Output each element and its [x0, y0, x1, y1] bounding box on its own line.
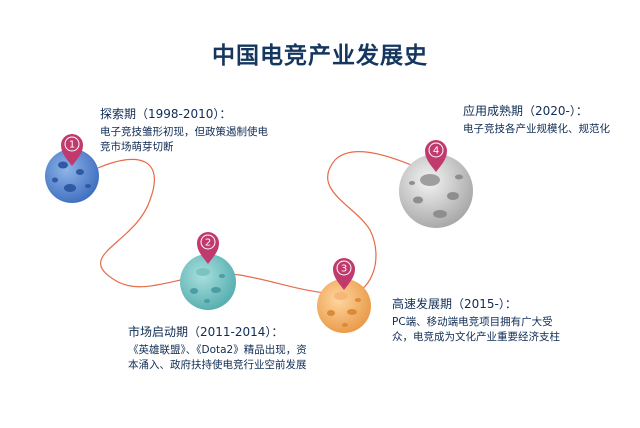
planet-1-icon [45, 149, 99, 203]
planet-3-icon [317, 279, 371, 333]
pin-1-number: 1 [69, 140, 75, 151]
stage-1-description: 电子竞技雏形初现，但政策遏制使电竞市场萌芽切断 [100, 126, 268, 153]
stage-3-description: PC端、移动端电竞项目拥有广大受众，电竞成为文化产业重要经济支柱 [392, 316, 560, 343]
stage-3-text: 高速发展期（2015-）： PC端、移动端电竞项目拥有广大受众，电竞成为文化产业… [392, 296, 562, 345]
stage-4-text: 应用成熟期（2020-）： 电子竞技各产业规模化、规范化 [463, 103, 623, 137]
timeline-path [97, 151, 436, 296]
stage-3-heading: 高速发展期（2015-）： [392, 297, 517, 311]
pin-3-icon: 3 [333, 258, 355, 290]
page-title: 中国电竞产业发展史 [212, 43, 428, 69]
stage-1-heading: 探索期（1998-2010）： [100, 107, 232, 121]
pin-4-icon: 4 [425, 140, 447, 172]
planet-4-icon [399, 154, 473, 228]
pin-1-icon: 1 [61, 134, 83, 166]
stage-2-text: 市场启动期（2011-2014）： 《英雄联盟》、《Dota2》精品出现，资本涌… [128, 324, 312, 373]
stage-2-description: 《英雄联盟》、《Dota2》精品出现，资本涌入、政府扶持使电竞行业空前发展 [128, 344, 307, 371]
stage-1-text: 探索期（1998-2010）： 电子竞技雏形初现，但政策遏制使电竞市场萌芽切断 [100, 106, 270, 155]
planet-2-icon [180, 254, 236, 310]
stage-4-description: 电子竞技各产业规模化、规范化 [463, 123, 610, 135]
stage-4-heading: 应用成熟期（2020-）： [463, 104, 588, 118]
pin-2-number: 2 [205, 238, 211, 249]
pin-2-icon: 2 [197, 232, 219, 264]
pin-4-number: 4 [433, 146, 439, 157]
pin-3-number: 3 [341, 264, 347, 275]
stage-2-heading: 市场启动期（2011-2014）： [128, 325, 284, 339]
